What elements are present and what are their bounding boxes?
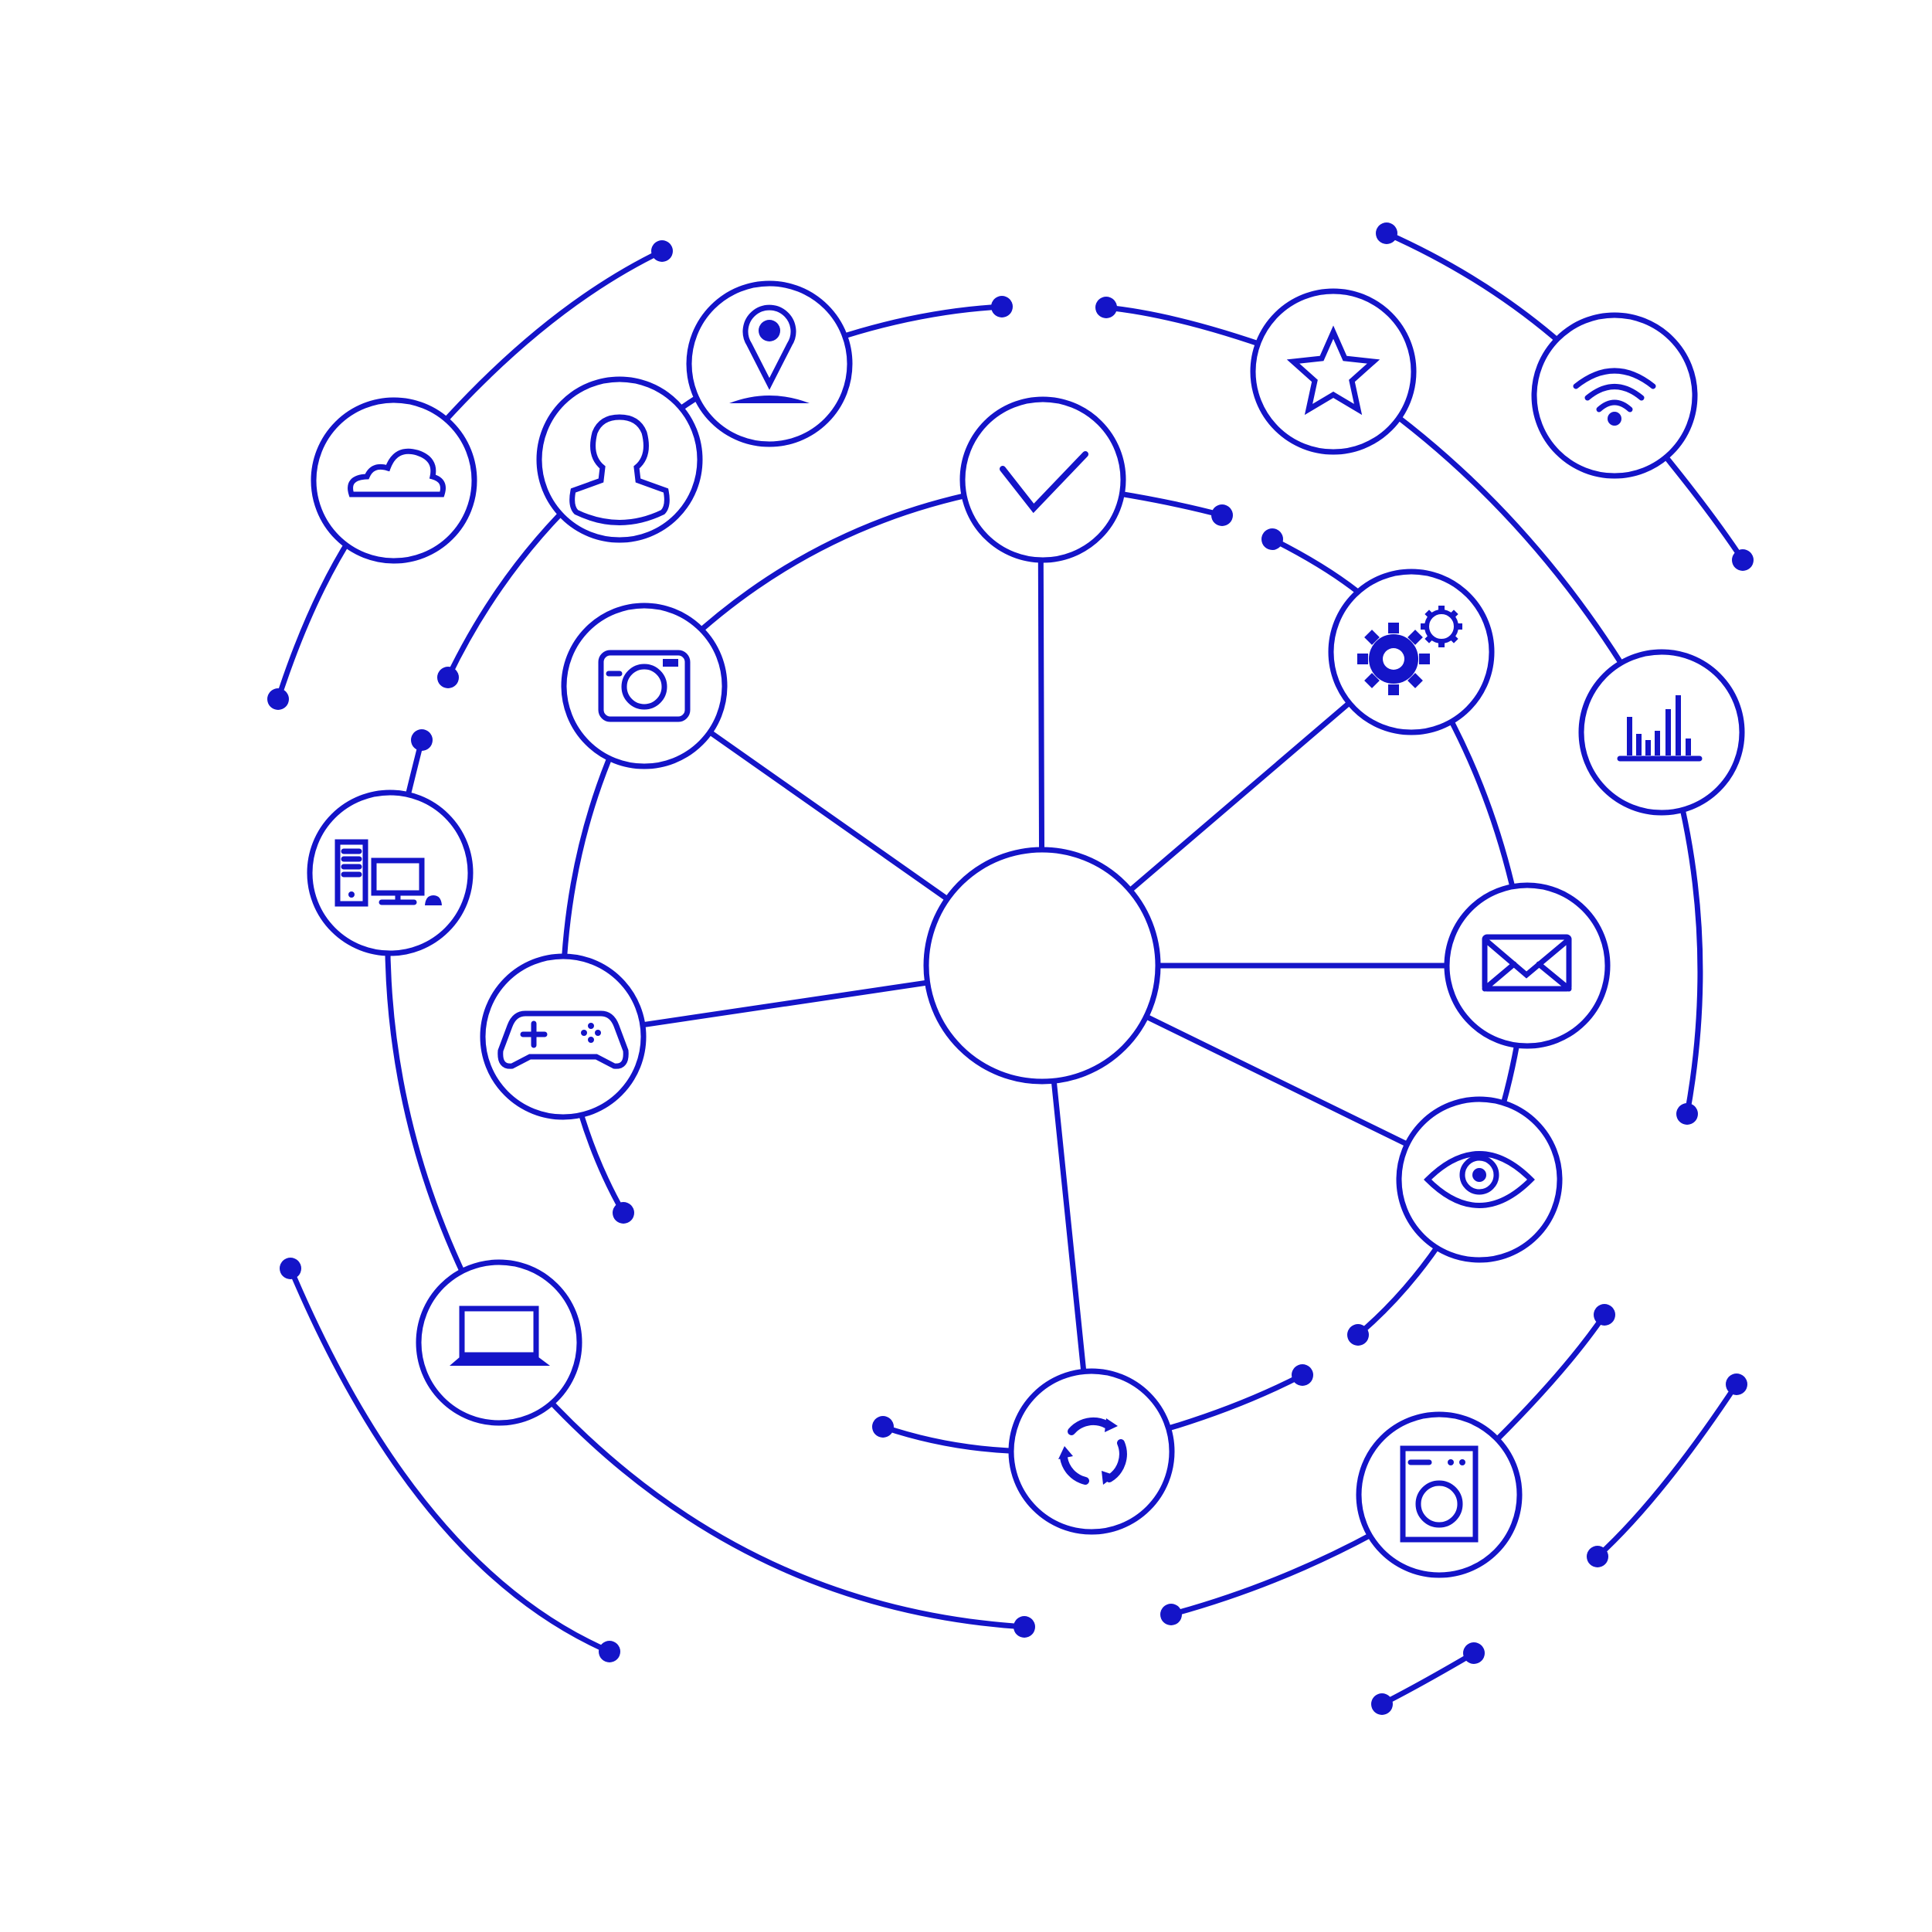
- user-icon: [569, 414, 670, 525]
- bar-chart-node: [1578, 649, 1745, 816]
- checkmark-icon: [1000, 451, 1088, 514]
- gears-icon: [1357, 606, 1462, 695]
- hub-node: [923, 847, 1161, 1085]
- envelope-node: [1444, 882, 1611, 1049]
- endpoint-dots: [267, 222, 1754, 1715]
- refresh-icon: [1058, 1418, 1127, 1485]
- eye-node: [1396, 1096, 1563, 1263]
- star-node: [1250, 288, 1417, 455]
- gamepad-node: [480, 953, 647, 1120]
- user-node: [536, 376, 703, 543]
- desktop-computer-icon: [334, 839, 442, 907]
- wifi-icon: [1573, 368, 1656, 426]
- checkmark-node: [959, 396, 1126, 563]
- camera-node: [561, 603, 728, 769]
- location-pin-icon: [729, 304, 810, 403]
- washing-machine-node: [1356, 1411, 1523, 1578]
- laptop-node: [416, 1259, 582, 1426]
- envelope-icon: [1482, 934, 1572, 992]
- refresh-node: [1008, 1368, 1175, 1535]
- camera-icon: [598, 650, 691, 722]
- laptop-icon: [450, 1306, 550, 1366]
- cloud-node: [311, 397, 477, 564]
- location-pin-node: [686, 280, 853, 447]
- desktop-computer-node: [307, 789, 474, 956]
- cloud-icon: [348, 448, 446, 497]
- wifi-node: [1531, 312, 1698, 479]
- bar-chart-icon: [1617, 695, 1703, 762]
- star-icon: [1286, 325, 1380, 416]
- eye-icon: [1424, 1151, 1535, 1208]
- washing-machine-icon: [1400, 1445, 1479, 1543]
- gears-node: [1328, 569, 1495, 735]
- gamepad-icon: [497, 1010, 629, 1069]
